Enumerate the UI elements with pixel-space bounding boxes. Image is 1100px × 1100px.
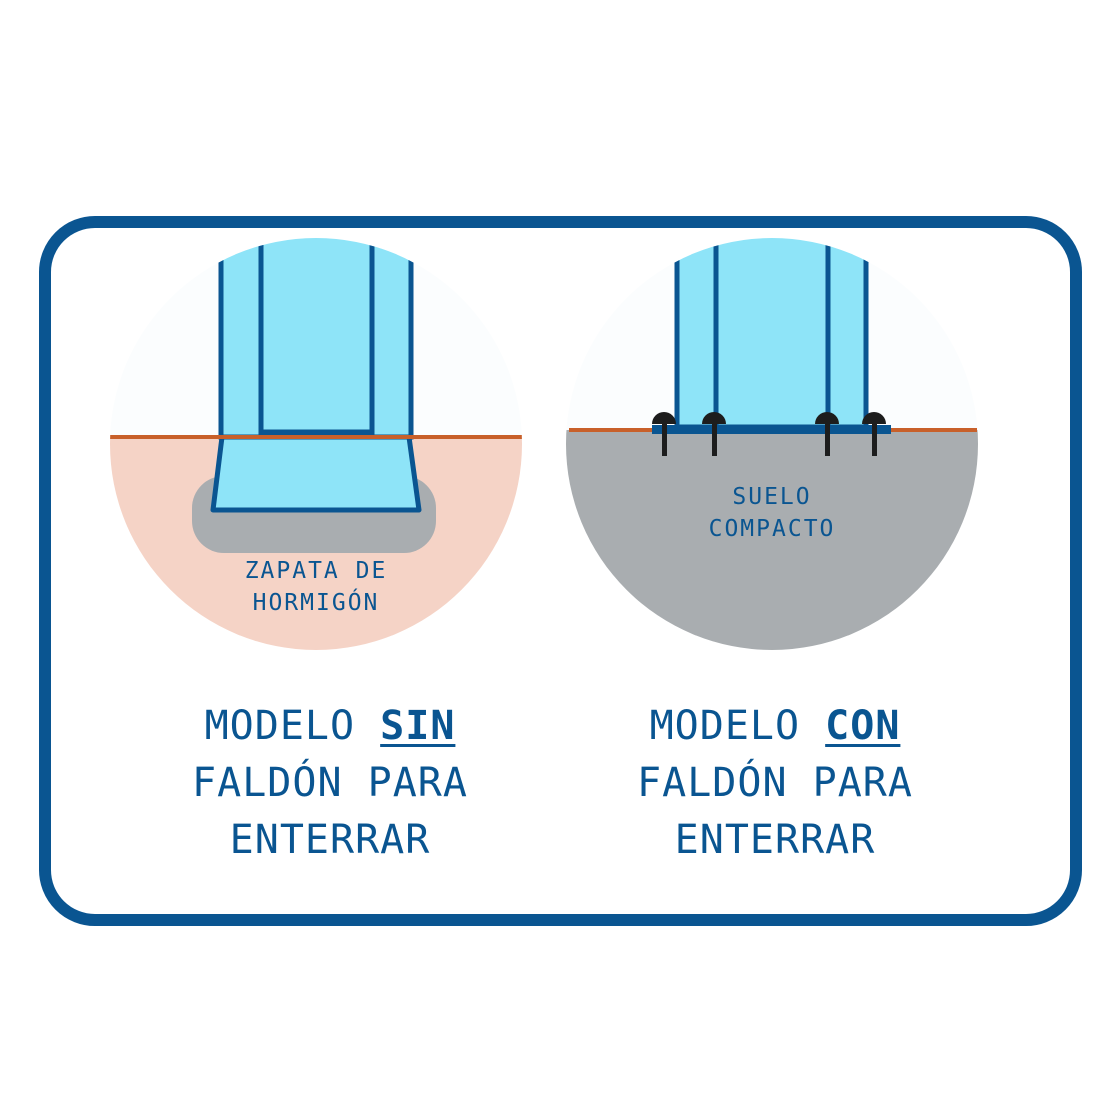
compact-soil-label: SUELO COMPACTO — [652, 481, 892, 545]
right-caption-line2: FALDÓN PARA — [637, 760, 913, 806]
compact-soil-label-line2: COMPACTO — [708, 516, 836, 543]
right-compact-soil — [566, 430, 978, 650]
left-glass-wall — [218, 238, 414, 440]
left-caption-emphasis: SIN — [380, 703, 456, 749]
anchor-bolt-icon — [862, 412, 886, 456]
left-caption-line2: FALDÓN PARA — [192, 760, 468, 806]
anchor-bolt-icon — [815, 412, 839, 456]
right-caption-emphasis: CON — [825, 703, 901, 749]
right-caption-line1: MODELO CON — [575, 698, 975, 755]
right-caption: MODELO CON FALDÓN PARA ENTERRAR — [575, 698, 975, 869]
right-glass-wall — [674, 238, 869, 430]
anchor-bolt-icon — [702, 412, 726, 456]
concrete-footing-label-line2: HORMIGÓN — [252, 590, 380, 617]
right-caption-model: MODELO — [649, 703, 826, 749]
compact-soil-label-line1: SUELO — [732, 484, 812, 510]
left-caption-model: MODELO — [204, 703, 381, 749]
right-base-plate — [652, 425, 891, 434]
anchor-bolt-icon — [652, 412, 676, 456]
right-illustration — [566, 238, 978, 650]
left-caption-line3: ENTERRAR — [229, 817, 431, 863]
right-caption-line3: ENTERRAR — [674, 817, 876, 863]
left-caption: MODELO SIN FALDÓN PARA ENTERRAR — [130, 698, 530, 869]
concrete-footing-label: ZAPATA DE HORMIGÓN — [196, 555, 436, 619]
concrete-footing-label-line1: ZAPATA DE — [244, 558, 388, 584]
left-caption-line1: MODELO SIN — [130, 698, 530, 755]
left-buried-base — [210, 434, 422, 513]
